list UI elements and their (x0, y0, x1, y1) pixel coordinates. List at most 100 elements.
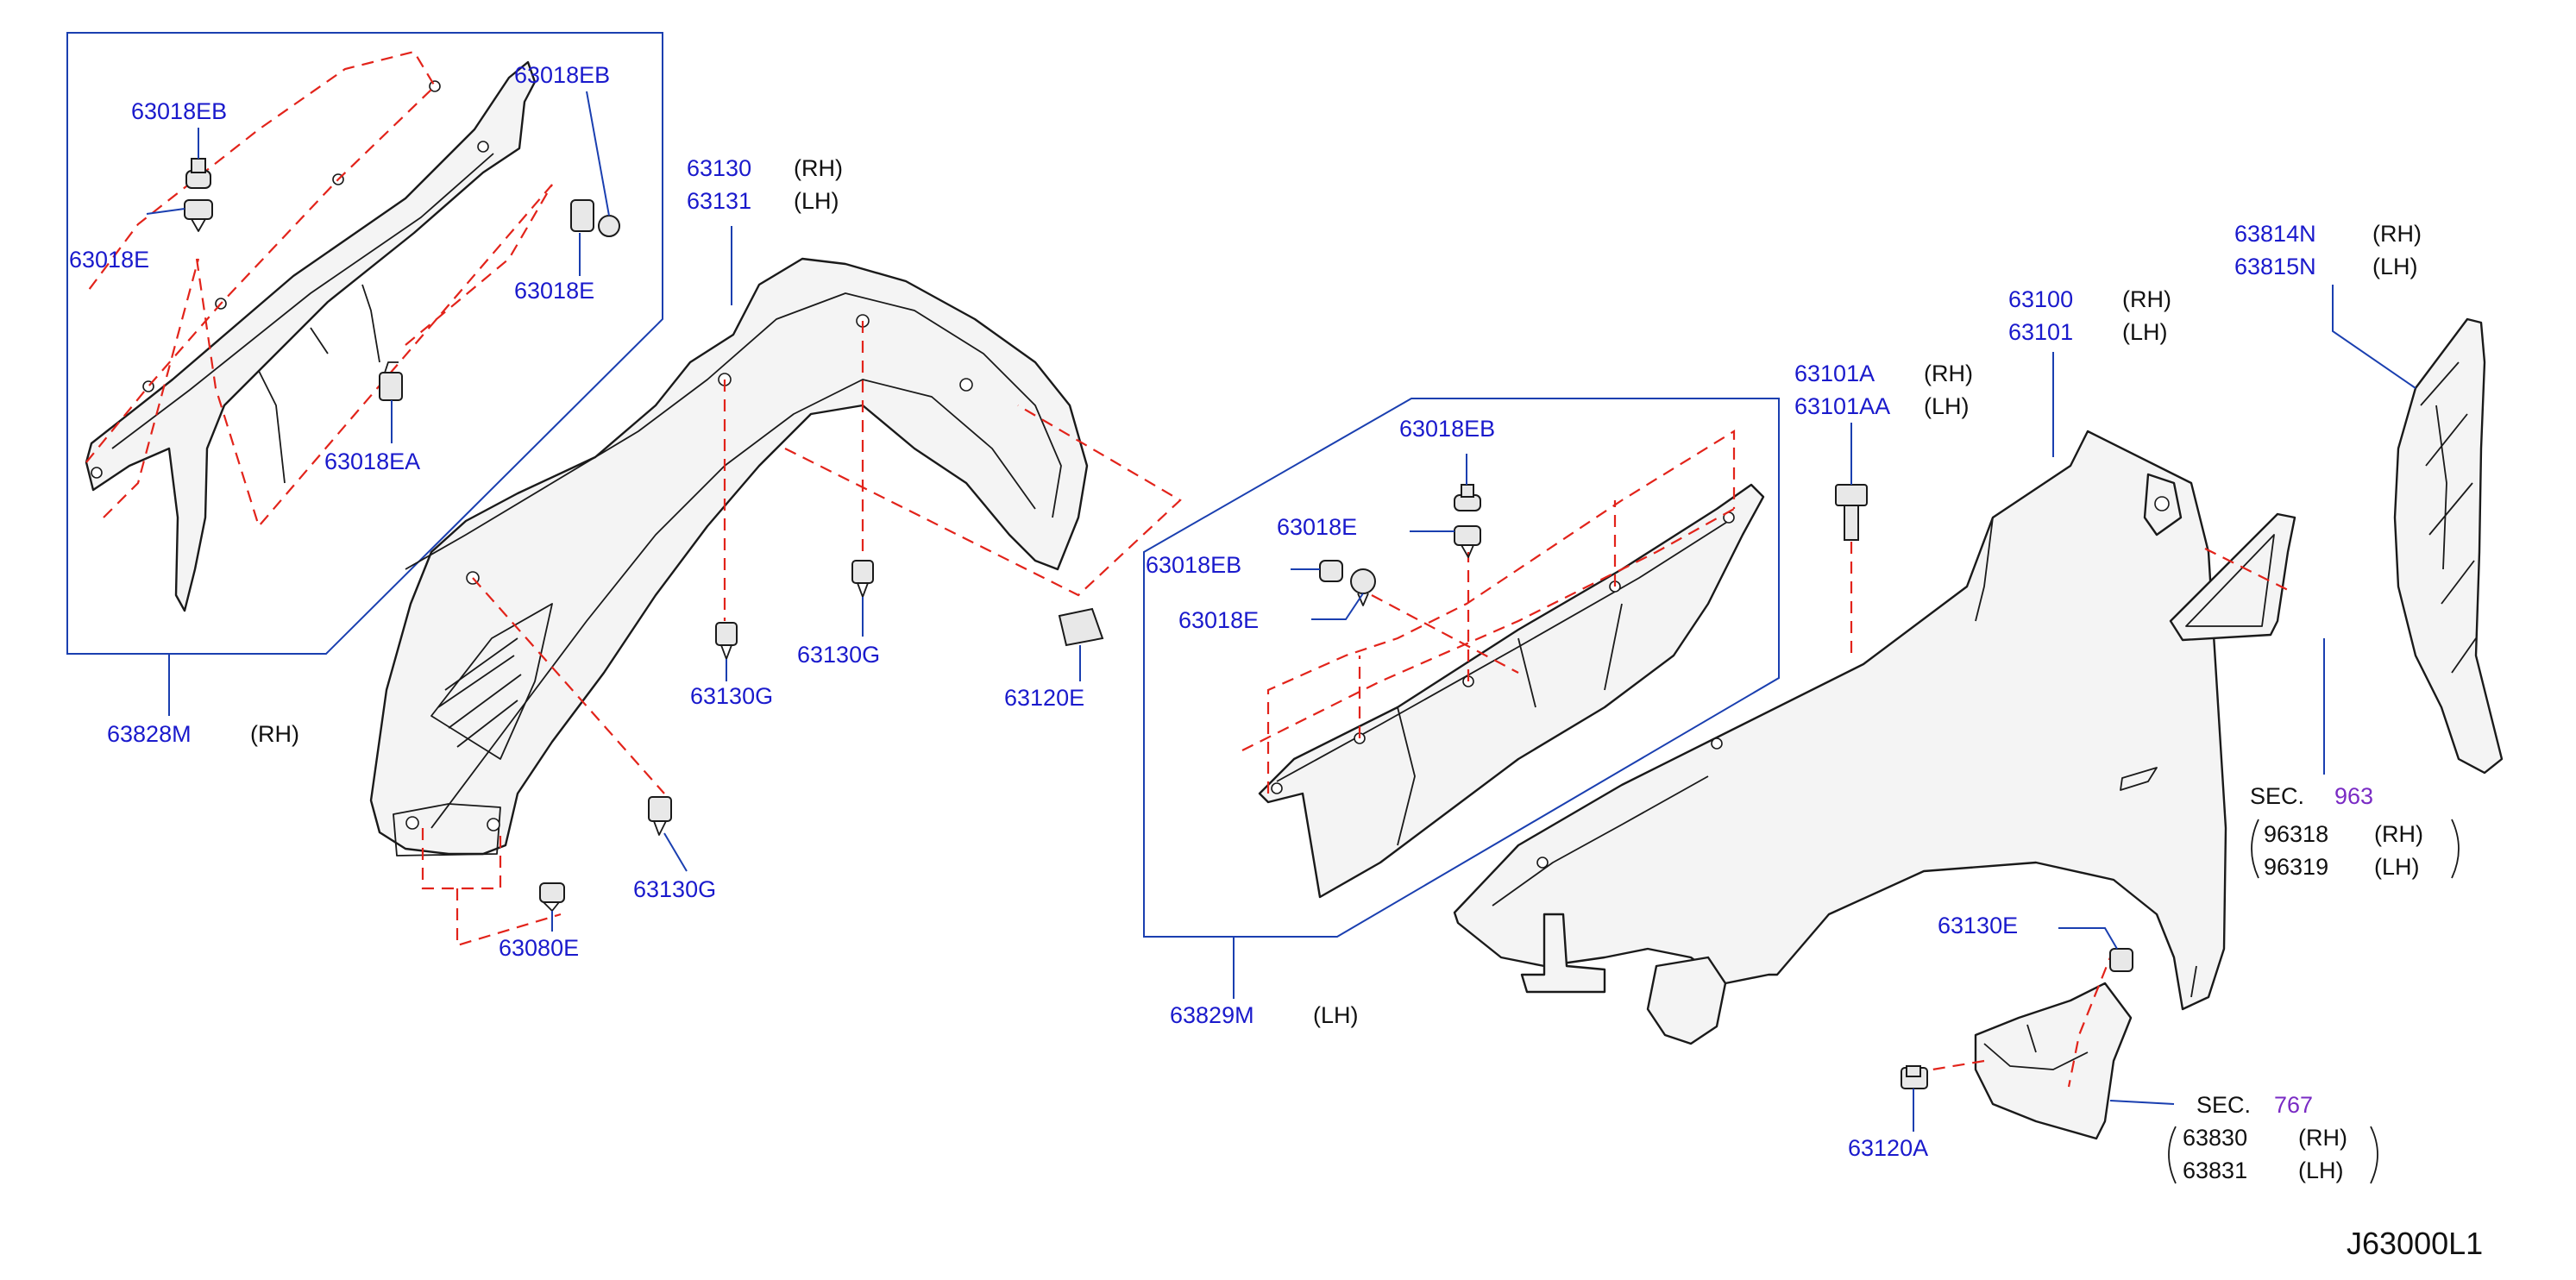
mount-hole (959, 378, 973, 392)
leader-63130E (2058, 927, 2118, 950)
callout-63018E[interactable]: 63018E (514, 278, 594, 304)
bracket-right (2451, 819, 2460, 879)
wheel-housing-63130[interactable] (369, 257, 1089, 856)
callout-63120E[interactable]: 63120E (1004, 685, 1084, 711)
sec767-ref[interactable]: SEC. 767 63830 (RH) 63831 (LH) (2168, 1092, 2378, 1184)
callout-63829M[interactable]: 63829M (1170, 1002, 1254, 1028)
sec767-number[interactable]: 767 (2274, 1092, 2313, 1118)
dashed-guides-box-middle (1241, 430, 1736, 794)
sec963-part: 96319 (2264, 854, 2328, 880)
callout-63130G[interactable]: 63130G (690, 683, 773, 709)
detail-frame-63829M (1143, 398, 1780, 938)
callout-63018EB[interactable]: 63018EB (1146, 552, 1241, 578)
callout-63018EB[interactable]: 63018EB (131, 98, 227, 124)
clip-63120E[interactable] (1058, 607, 1104, 647)
leader-63018EB-b (586, 91, 610, 216)
leader-63018E-d (1311, 593, 1364, 620)
mount-hole (1271, 782, 1283, 794)
dashed-guide-trim (2204, 548, 2292, 593)
callout-63018EB[interactable]: 63018EB (1399, 416, 1495, 442)
sec767-prefix: SEC. (2196, 1092, 2251, 1118)
mount-hole (2154, 496, 2170, 511)
side-63814N: (RH) (2372, 221, 2422, 247)
callout-63018E[interactable]: 63018E (69, 247, 149, 273)
fender-63100[interactable] (1453, 430, 2227, 1045)
nut-63018EB-a[interactable] (185, 158, 211, 189)
callout-63018E[interactable]: 63018E (1178, 607, 1259, 633)
side-63100: (RH) (2122, 286, 2171, 312)
clip-63130G-b[interactable] (851, 560, 874, 598)
sec963-side: (RH) (2374, 821, 2423, 847)
callout-63018EA[interactable]: 63018EA (324, 449, 420, 474)
clip-63018E-a[interactable] (184, 199, 213, 232)
nut-63018EB-c[interactable] (1454, 484, 1481, 511)
bracket-right (2370, 1126, 2378, 1184)
bolt-63101A[interactable] (1835, 484, 1868, 541)
mount-hole (477, 141, 489, 153)
clip-63130E[interactable] (2109, 948, 2133, 972)
side-63101: (LH) (2122, 319, 2168, 345)
clip-63018E-d[interactable] (1350, 568, 1376, 606)
diagram-code: J63000L1 (2347, 1226, 2483, 1261)
callout-63815N[interactable]: 63815N (2234, 254, 2316, 279)
side-63828M: (RH) (250, 721, 299, 747)
mount-hole (405, 816, 419, 830)
clip-63018E-c[interactable] (1454, 525, 1481, 558)
bolt-63120A[interactable] (1901, 1065, 1928, 1089)
nut-63018EB-d[interactable] (1319, 560, 1343, 582)
dashed-guide-mudguard-b (1932, 1059, 1985, 1071)
callout-63130G[interactable]: 63130G (797, 642, 880, 668)
side-63815N: (LH) (2372, 254, 2418, 279)
clip-63018EA[interactable] (379, 361, 403, 401)
callout-63131[interactable]: 63131 (687, 188, 751, 214)
leader-sec767 (2109, 1100, 2175, 1105)
callout-63018EB[interactable]: 63018EB (514, 62, 610, 88)
sec963-prefix: SEC. (2250, 783, 2304, 809)
mount-hole (487, 818, 500, 831)
callout-63100[interactable]: 63100 (2008, 286, 2073, 312)
callout-63080E[interactable]: 63080E (499, 935, 579, 961)
bracket-left (2168, 1126, 2177, 1184)
clip-63080E[interactable] (539, 882, 565, 912)
sec767-side: (LH) (2298, 1158, 2344, 1183)
dashed-guides-box-left (85, 50, 553, 529)
callout-63828M[interactable]: 63828M (107, 721, 192, 747)
callout-63120A[interactable]: 63120A (1848, 1135, 1928, 1161)
sec767-part: 63831 (2183, 1158, 2247, 1183)
callout-63814N[interactable]: 63814N (2234, 221, 2316, 247)
mount-hole (91, 467, 103, 479)
seal-63814N[interactable] (2393, 317, 2504, 775)
callout-63101[interactable]: 63101 (2008, 319, 2073, 345)
callout-63018E[interactable]: 63018E (1277, 514, 1357, 540)
dashed-guides-housing (421, 321, 1182, 947)
callout-63101AA[interactable]: 63101AA (1794, 393, 1890, 419)
bracket-left (2251, 819, 2259, 879)
sec963-side: (LH) (2374, 854, 2420, 880)
side-63829M: (LH) (1313, 1002, 1359, 1028)
side-63101AA: (LH) (1924, 393, 1970, 419)
sec963-ref[interactable]: SEC. 963 96318 (RH) 96319 (LH) (2250, 783, 2460, 880)
side-63131: (LH) (794, 188, 839, 214)
sec767-part: 63830 (2183, 1125, 2247, 1151)
clip-63130G-a[interactable] (715, 622, 738, 660)
callout-63130E[interactable]: 63130E (1938, 913, 2018, 938)
leader-63018E-a (146, 208, 185, 215)
sec963-number[interactable]: 963 (2334, 783, 2373, 809)
dashed-guide-mudguard-a (2067, 948, 2115, 1088)
detail-frame-63828M (66, 32, 663, 655)
sec767-side: (RH) (2298, 1125, 2347, 1151)
callout-63130[interactable]: 63130 (687, 155, 751, 181)
leader-63814N (2332, 285, 2416, 389)
clip-63130G-c[interactable] (648, 796, 672, 836)
leader-63130G-c (663, 832, 688, 872)
sec963-part: 96318 (2264, 821, 2328, 847)
clip-63018E-b[interactable] (570, 199, 620, 237)
mount-hole (1711, 737, 1723, 750)
side-63130: (RH) (794, 155, 843, 181)
mud-guard-63830[interactable] (1974, 982, 2133, 1140)
side-63101A: (RH) (1924, 361, 1973, 386)
callout-63101A[interactable]: 63101A (1794, 361, 1875, 386)
callout-63130G[interactable]: 63130G (633, 876, 716, 902)
mount-hole (1536, 856, 1549, 869)
